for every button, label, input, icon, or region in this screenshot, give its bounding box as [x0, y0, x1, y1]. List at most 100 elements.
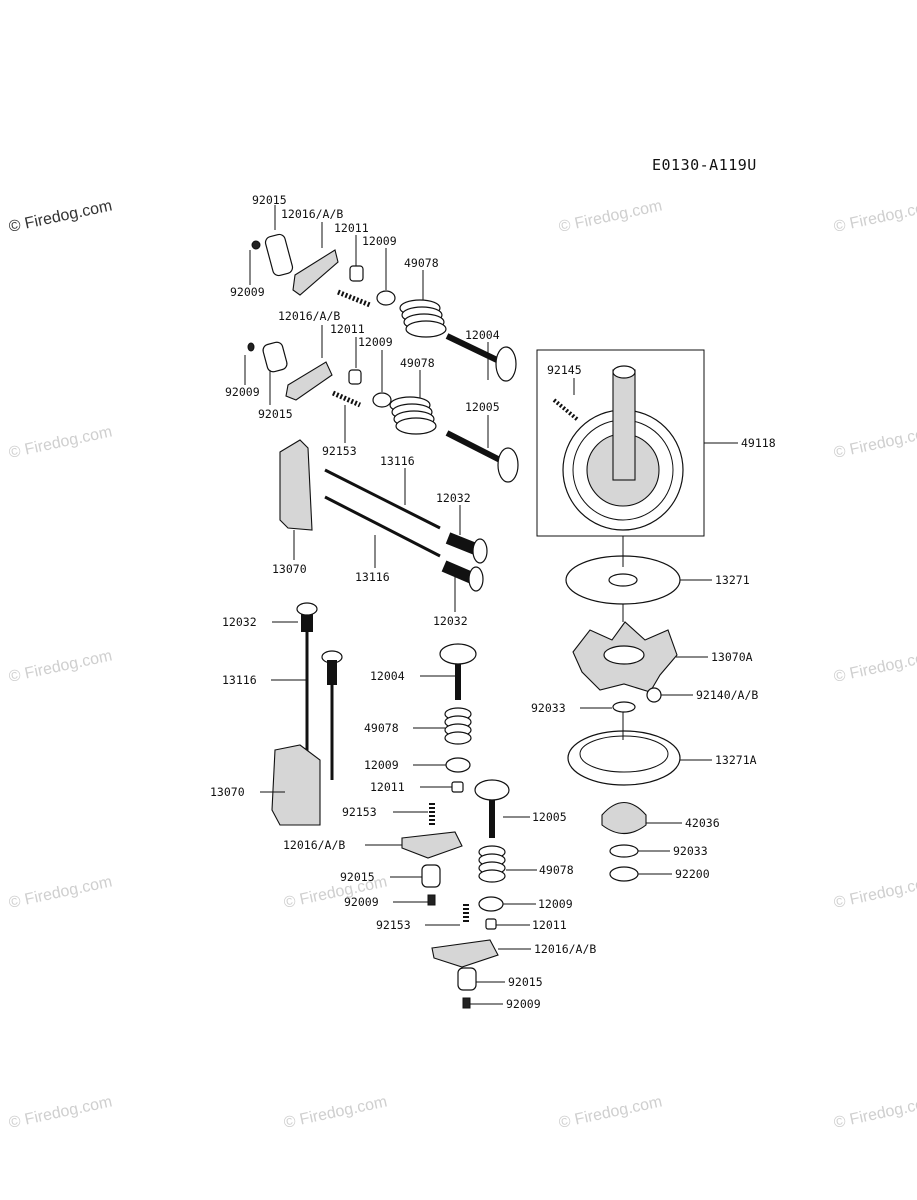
clip-92033-lower [609, 844, 639, 858]
washer-92200 [609, 866, 639, 882]
guide-plate-13070-lower [271, 744, 321, 826]
part-label: 92033 [673, 844, 708, 858]
watermark: © Firedog.com [832, 197, 917, 235]
part-label: 92015 [508, 975, 543, 989]
part-label: 49078 [404, 256, 439, 270]
pivot-92015-lower [421, 864, 441, 888]
watermark: © Firedog.com [832, 1093, 917, 1131]
washer-13271-hole [608, 573, 638, 587]
part-labels: 92015 12016/A/B 12011 12009 49078 92009 … [210, 193, 776, 1011]
part-label: 12009 [538, 897, 573, 911]
leader-lines [244, 205, 738, 1005]
watermark: © Firedog.com [832, 647, 917, 685]
part-label: 12016/A/B [534, 942, 596, 956]
part-label: 13070A [711, 650, 753, 664]
valve-stem-12004 [445, 333, 499, 363]
nut-92009-mid [247, 342, 255, 352]
spring-49078-mid [389, 396, 437, 435]
part-label: 12009 [364, 758, 399, 772]
part-label: 92009 [344, 895, 379, 909]
valve-head-12004-lower [439, 643, 477, 665]
rocker-arm-12016-lower [401, 831, 463, 859]
sleeve-42036 [601, 801, 647, 835]
tappet-12032-lower-head [296, 602, 318, 616]
nut-92009-lower [427, 894, 436, 906]
part-label: 13271 [715, 573, 750, 587]
part-label: 12016/A/B [278, 309, 340, 323]
push-rod-13116-b [324, 495, 441, 558]
retainer-12009-lower [445, 757, 471, 773]
part-label: 12009 [362, 234, 397, 248]
rocker-arm-upper [292, 249, 339, 296]
watermark: © Firedog.com [832, 423, 917, 461]
watermark: © Firedog.com [282, 1093, 388, 1131]
part-label: 92015 [340, 870, 375, 884]
rocker-pivot-mid [262, 341, 288, 373]
watermark: © Firedog.com [557, 197, 663, 235]
part-label: 13116 [222, 673, 257, 687]
watermark: © Firedog.com [7, 873, 113, 911]
part-label: 13116 [380, 454, 415, 468]
camshaft-end [612, 365, 636, 379]
part-label: 92009 [225, 385, 260, 399]
watermark: © Firedog.com [7, 647, 113, 685]
part-label: 92015 [252, 193, 287, 207]
part-label: 92009 [506, 997, 541, 1011]
part-label: 12009 [358, 335, 393, 349]
rocker-arm-mid [285, 361, 333, 401]
part-label: 92153 [322, 444, 357, 458]
pivot-92015-lower-b [457, 967, 477, 991]
tappet-12032-b-head [468, 566, 484, 592]
valve-head-12005 [497, 447, 519, 483]
clip-92033-upper [612, 701, 636, 713]
ball-92140 [646, 687, 662, 703]
adjuster-12011-upper [349, 265, 364, 282]
rocker-arm-12016-lower-b [431, 939, 499, 968]
part-label: 92009 [230, 285, 265, 299]
spring-92145 [552, 398, 580, 422]
part-label: 12032 [433, 614, 468, 628]
watermark: © Firedog.com [7, 423, 113, 461]
push-rod-13116-a [324, 468, 441, 530]
valve-stem-12005 [445, 430, 502, 463]
watermarks: © Firedog.com © Firedog.com © Firedog.co… [7, 197, 917, 1131]
rocker-pivot-upper [264, 233, 294, 277]
part-label: 49118 [741, 436, 776, 450]
part-label: 12032 [222, 615, 257, 629]
governor-weight-center [603, 645, 645, 665]
part-label: 12005 [532, 810, 567, 824]
adjuster-12011-lower [451, 781, 464, 793]
part-label: 12004 [465, 328, 500, 342]
part-label: 12011 [334, 221, 369, 235]
part-label: 12016/A/B [281, 207, 343, 221]
part-label: 42036 [685, 816, 720, 830]
camshaft-body [612, 369, 636, 481]
part-label: 12011 [330, 322, 365, 336]
dish-13271A-inner [579, 735, 669, 773]
watermark-main: © Firedog.com [7, 197, 113, 235]
watermark: © Firedog.com [832, 873, 917, 911]
part-label: 49078 [400, 356, 435, 370]
part-label: 13070 [272, 562, 307, 576]
part-label: 13116 [355, 570, 390, 584]
stud-92153-mid [331, 390, 362, 408]
part-label: 92153 [342, 805, 377, 819]
part-label: 12016/A/B [283, 838, 345, 852]
part-label: 92145 [547, 363, 582, 377]
tappet-12032-a-head [472, 538, 488, 564]
retainer-12009-upper [376, 290, 396, 306]
retainer-12009-mid [372, 392, 392, 408]
dish-13271A [567, 730, 681, 786]
nut-92009-upper [251, 240, 261, 250]
part-label: 12032 [436, 491, 471, 505]
part-label: 92153 [376, 918, 411, 932]
part-label: 12004 [370, 669, 405, 683]
part-label: 92140/A/B [696, 688, 758, 702]
part-label: 12005 [465, 400, 500, 414]
adjuster-12011-mid [348, 369, 362, 385]
part-label: 49078 [364, 721, 399, 735]
part-label: 49078 [539, 863, 574, 877]
part-label: 13070 [210, 785, 245, 799]
spring-49078-upper [399, 299, 447, 338]
